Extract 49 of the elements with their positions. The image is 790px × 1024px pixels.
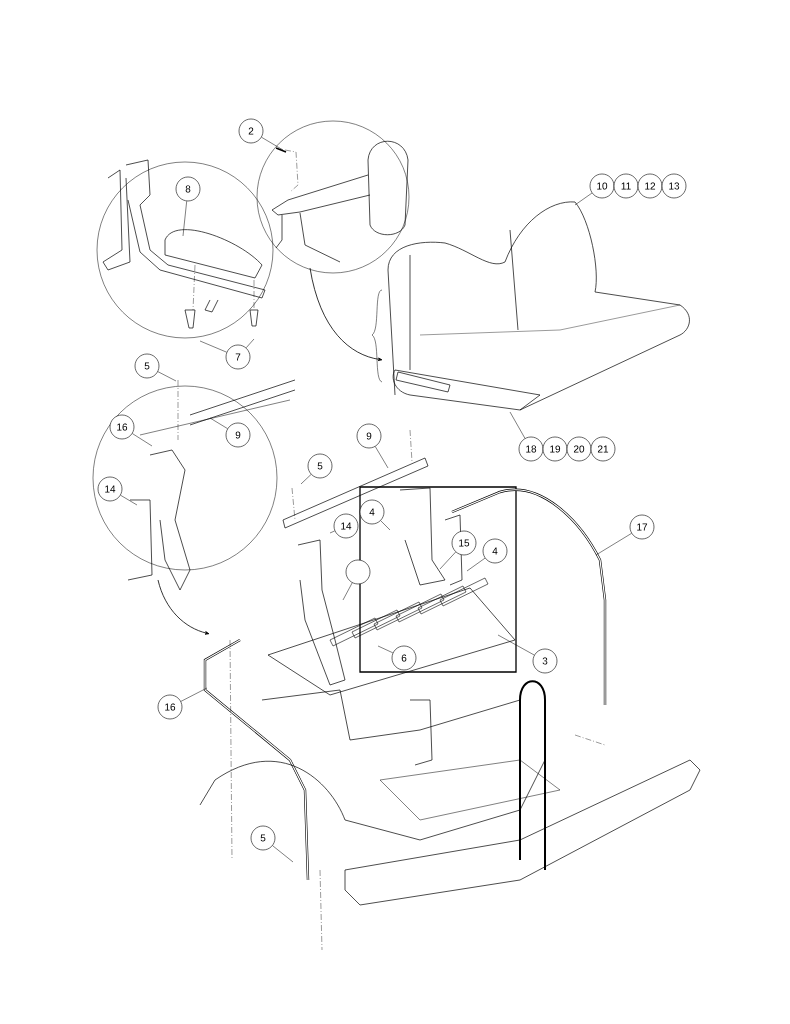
callout-number: 17 [629,514,655,540]
leader-line [377,645,394,654]
leader-line [180,687,208,702]
leader-line [375,446,389,469]
leader-line [574,192,593,206]
callout-number: 4 [359,499,385,525]
leader-line [595,533,632,556]
callout-number: 20 [566,436,592,462]
leader-line [261,137,284,151]
callout-number: 6 [391,645,417,671]
callout-number: 16 [157,694,183,720]
leader-line [272,845,294,863]
leader-line [120,495,138,506]
callout-number: 19 [542,436,568,462]
leader-line [497,634,535,656]
leader-line [157,371,177,382]
leader-line [380,520,391,531]
callout-number: 10 [589,173,615,199]
callout-circle [345,559,371,585]
callout-number: 15 [451,530,477,556]
leader-line [209,417,228,429]
callout-number: 9 [225,422,251,448]
leader-line [132,433,153,447]
leader-line [199,340,227,353]
leader-line [300,474,312,485]
leader-line [342,582,353,601]
callout-number: 8 [175,176,201,202]
leader-line [466,557,486,572]
callout-number: 3 [532,648,558,674]
callout-number: 16 [109,414,135,440]
callout-number: 5 [307,453,333,479]
callout-number: 21 [590,436,616,462]
callout-number: 11 [613,173,639,199]
callout-number: 18 [518,436,544,462]
leader-line [245,338,255,349]
leader-line [439,551,456,570]
callout-number: 7 [225,344,251,370]
callout-number: 5 [250,825,276,851]
callout-number: 2 [238,118,264,144]
leader-line [509,411,526,439]
callout-number: 14 [97,476,123,502]
leader-line [329,530,335,534]
callout-number: 14 [333,513,359,539]
callout-number: 13 [661,173,687,199]
callout-number: 12 [637,173,663,199]
leader-line [182,200,187,237]
callout-number: 9 [356,423,382,449]
callout-number: 4 [482,538,508,564]
callout-number: 5 [134,353,160,379]
